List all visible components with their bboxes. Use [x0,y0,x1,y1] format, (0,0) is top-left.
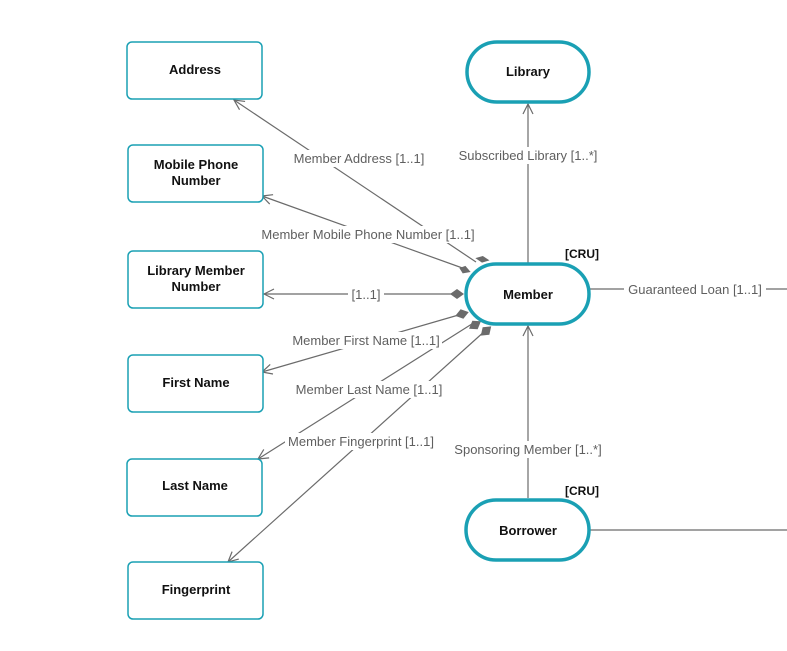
node-first-name[interactable]: First Name [127,354,264,413]
svg-text:Mobile Phone: Mobile Phone [154,157,239,172]
composition-diamond-last-name [469,320,481,330]
label-library-member-number: [1..1] [352,287,381,302]
node-library[interactable]: Library [465,40,591,104]
svg-text:Number: Number [171,173,220,188]
svg-text:Member: Member [503,287,553,302]
label-sponsoring-member: Sponsoring Member [1..*] [454,442,601,457]
composition-diamond-mobile-phone [459,265,471,274]
label-member-mobile-phone: Member Mobile Phone Number [1..1] [261,227,474,242]
svg-text:Fingerprint: Fingerprint [162,582,231,597]
label-member-fingerprint: Member Fingerprint [1..1] [288,434,434,449]
svg-text:Library: Library [506,64,551,79]
svg-text:Number: Number [171,279,220,294]
node-library-member-number[interactable]: Library Member Number [127,250,264,309]
label-member-last-name: Member Last Name [1..1] [296,382,443,397]
label-guaranteed-loan: Guaranteed Loan [1..1] [628,282,762,297]
node-mobile-phone-number[interactable]: Mobile Phone Number [127,144,264,203]
composition-diamond-address [475,255,490,263]
stereotype-borrower: [CRU] [565,484,599,498]
stereotype-member: [CRU] [565,247,599,261]
label-member-first-name: Member First Name [1..1] [292,333,439,348]
label-member-address: Member Address [1..1] [294,151,425,166]
composition-diamond-fingerprint [480,326,492,336]
label-subscribed-library: Subscribed Library [1..*] [459,148,598,163]
node-last-name[interactable]: Last Name [126,458,263,517]
node-address[interactable]: Address [126,41,263,100]
composition-diamond-library-member-number [450,289,464,299]
node-fingerprint[interactable]: Fingerprint [127,561,264,620]
composition-diamond-first-name [455,309,469,319]
svg-text:Address: Address [169,62,221,77]
svg-text:Borrower: Borrower [499,523,557,538]
node-member[interactable]: Member [464,262,591,326]
node-borrower[interactable]: Borrower [464,498,591,562]
svg-text:Library Member: Library Member [147,263,245,278]
svg-text:First Name: First Name [162,375,229,390]
svg-text:Last Name: Last Name [162,478,228,493]
